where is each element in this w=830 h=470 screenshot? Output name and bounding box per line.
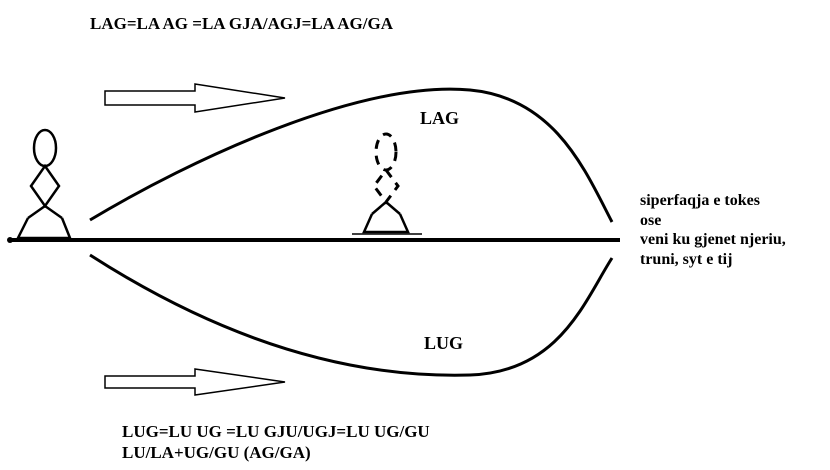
outline-arrow-icon	[104, 83, 286, 113]
surface-note-line4: truni, syt e tij	[640, 251, 733, 268]
surface-note-line3: veni ku gjenet njeriu,	[640, 231, 786, 248]
dashed-stick-figure-legs	[352, 201, 422, 235]
formula-lug-ratio: LU/LA+UG/GU (AG/GA)	[122, 443, 311, 462]
dashed-stick-figure-icon	[372, 132, 400, 205]
arc-label-lug: LUG	[424, 333, 464, 353]
outline-arrow-icon	[104, 368, 286, 396]
upper-arc	[89, 87, 614, 223]
surface-note-line2: ose	[640, 212, 662, 229]
stick-figure-icon	[15, 128, 72, 240]
arc-label-lag: LAG	[420, 108, 460, 128]
surface-line-end-dot	[7, 237, 13, 243]
surface-note-line1: siperfaqja e tokes	[640, 192, 760, 209]
formula-lug: LUG=LU UG =LU GJU/UGJ=LU UG/GU	[122, 422, 430, 441]
formula-lag: LAG=LA AG =LA GJA/AGJ=LA AG/GA	[90, 14, 394, 33]
lower-arc	[89, 253, 614, 377]
